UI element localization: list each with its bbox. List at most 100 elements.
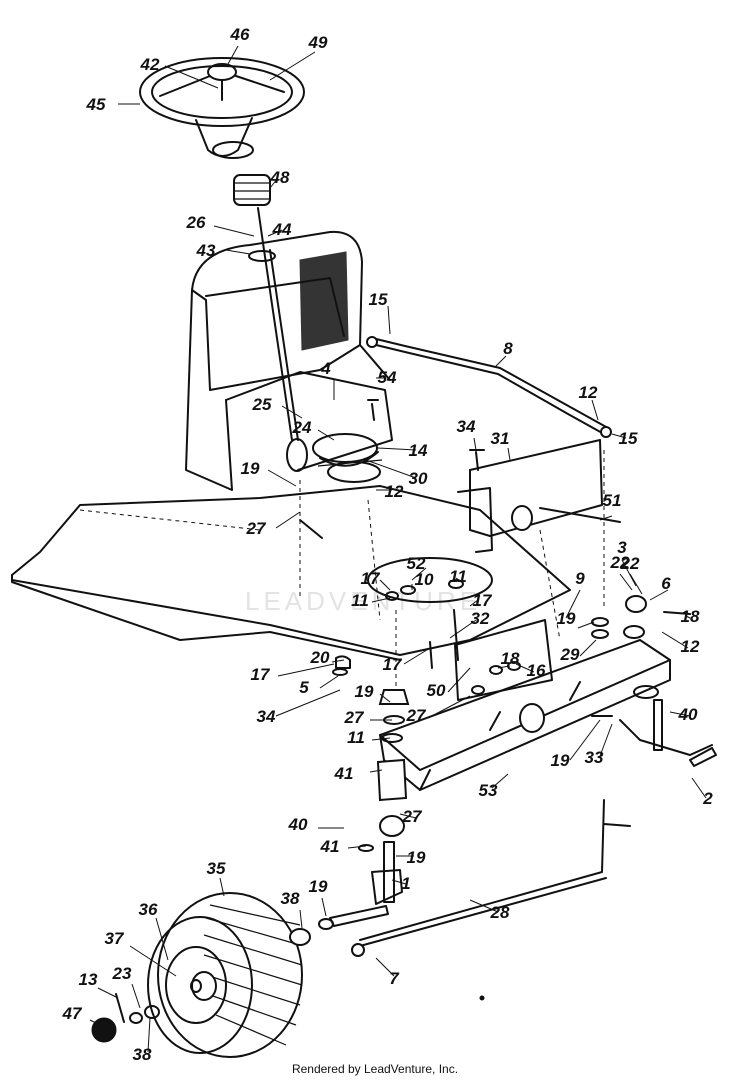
leader-line xyxy=(319,675,339,689)
leader-line xyxy=(371,737,391,741)
part-callout-19: 19 xyxy=(551,751,570,770)
part-callout-26: 26 xyxy=(186,213,206,232)
part-callout-19: 19 xyxy=(355,682,374,701)
leader-line xyxy=(379,693,391,703)
part-callout-20: 20 xyxy=(310,648,330,667)
part-callout-3: 3 xyxy=(617,538,627,557)
leader-line xyxy=(347,845,367,849)
leader-line xyxy=(427,695,471,719)
leader-line xyxy=(469,599,479,607)
part-callout-29: 29 xyxy=(560,645,580,664)
part-callout-28: 28 xyxy=(490,903,510,922)
part-callout-2: 2 xyxy=(702,789,713,808)
part-callout-11: 11 xyxy=(351,591,369,610)
part-callout-19: 19 xyxy=(407,848,426,867)
part-callout-27: 27 xyxy=(246,519,267,538)
leader-line xyxy=(89,1019,99,1025)
leader-line xyxy=(331,659,345,663)
leader-line xyxy=(469,899,499,913)
part-callout-7: 7 xyxy=(389,969,400,988)
part-callout-10: 10 xyxy=(415,570,434,589)
part-callout-34: 34 xyxy=(257,707,276,726)
part-callout-24: 24 xyxy=(292,418,312,437)
steering-arm xyxy=(619,685,717,767)
leader-line xyxy=(599,515,613,521)
leader-line xyxy=(447,667,471,693)
part-callout-44: 44 xyxy=(272,220,292,239)
leader-line xyxy=(269,51,316,81)
part-callout-34: 34 xyxy=(457,417,476,436)
part-callout-19: 19 xyxy=(309,877,328,896)
part-callout-48: 48 xyxy=(270,168,290,187)
part-callout-12: 12 xyxy=(681,637,700,656)
leader-line xyxy=(619,573,633,591)
part-callout-32: 32 xyxy=(471,609,490,628)
part-callout-38: 38 xyxy=(133,1045,152,1064)
part-callout-35: 35 xyxy=(207,859,226,878)
leader-line xyxy=(365,459,417,479)
leader-line xyxy=(403,647,431,665)
part-callout-53: 53 xyxy=(479,781,498,800)
part-callout-22: 22 xyxy=(620,554,640,573)
part-callout-12: 12 xyxy=(579,383,598,402)
part-callout-25: 25 xyxy=(252,395,272,414)
dot xyxy=(479,995,485,1001)
part-callout-52: 52 xyxy=(407,554,426,573)
leader-line xyxy=(495,355,507,367)
steering-gear xyxy=(312,433,383,483)
leader-line xyxy=(164,65,219,89)
steering-shaft xyxy=(248,207,308,472)
part-callout-27: 27 xyxy=(344,708,365,727)
part-callout-38: 38 xyxy=(281,889,300,908)
leader-line xyxy=(669,711,691,717)
drag-link xyxy=(366,336,612,438)
part-callout-41: 41 xyxy=(320,837,340,856)
part-callout-27: 27 xyxy=(406,706,427,725)
leader-line xyxy=(411,567,427,581)
part-callout-6: 6 xyxy=(661,574,671,593)
leader-line xyxy=(377,447,417,451)
part-callout-40: 40 xyxy=(678,705,698,724)
bolts xyxy=(367,399,691,827)
leader-line xyxy=(267,469,297,487)
part-callout-11: 11 xyxy=(347,728,365,747)
leader-line xyxy=(299,909,303,929)
part-callout-19: 19 xyxy=(241,459,260,478)
steering-bushing xyxy=(233,174,271,206)
front-wheel xyxy=(147,892,303,1058)
dash-panel xyxy=(185,230,393,491)
part-callout-5: 5 xyxy=(299,678,309,697)
part-callout-22: 22 xyxy=(610,553,630,572)
part-callout-12: 12 xyxy=(385,482,404,501)
leader-line xyxy=(275,511,301,529)
part-callout-9: 9 xyxy=(575,569,585,588)
part-callout-17: 17 xyxy=(383,655,403,674)
part-callout-17: 17 xyxy=(361,569,381,588)
leader-line xyxy=(449,619,477,639)
leader-line xyxy=(269,177,279,189)
leader-line xyxy=(277,663,335,677)
part-callout-19: 19 xyxy=(557,609,576,628)
part-callout-42: 42 xyxy=(140,55,160,74)
leader-line xyxy=(691,777,707,799)
leader-line xyxy=(399,813,417,819)
leader-line xyxy=(97,987,119,999)
leader-line xyxy=(131,983,141,1009)
leader-line xyxy=(515,663,535,673)
part-callout-15: 15 xyxy=(369,290,388,309)
part-callout-46: 46 xyxy=(230,25,250,44)
leader-line xyxy=(455,577,463,583)
leader-line xyxy=(497,665,511,669)
leader-line xyxy=(129,945,177,977)
leader-line xyxy=(569,719,601,761)
mounting-bracket xyxy=(457,439,603,553)
leader-line xyxy=(591,399,599,421)
front-axle xyxy=(379,619,671,791)
part-callout-13: 13 xyxy=(79,970,98,989)
steering-wheel xyxy=(139,57,305,159)
part-callout-27: 27 xyxy=(402,807,423,826)
part-callout-1: 1 xyxy=(401,874,410,893)
leader-line xyxy=(579,639,597,657)
leader-line xyxy=(391,879,407,885)
